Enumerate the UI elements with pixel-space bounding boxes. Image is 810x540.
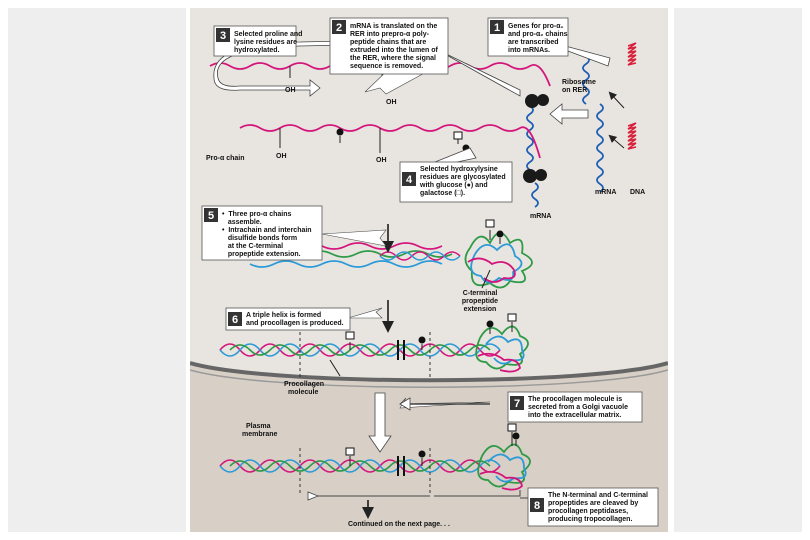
- step-3-line-2: lysine residues are: [234, 39, 297, 46]
- step-box-6: 6 A triple helix is formed and procollag…: [225, 307, 351, 331]
- plasma-membrane-label-line-1: Plasma: [246, 423, 271, 430]
- plasma-membrane-label-line-2: membrane: [242, 431, 278, 438]
- step-box-1: 1 Genes for pro-α₁ and pro-α₂ chains are…: [487, 17, 569, 57]
- step-2-line-3: peptide chains that are: [350, 39, 426, 46]
- step-4-line-2: residues are glycosylated: [420, 174, 506, 181]
- oh-label-2: OH: [386, 99, 397, 106]
- step-number-7: 7: [514, 398, 520, 410]
- ribosome-label-line-2: on RER: [562, 87, 587, 94]
- step-box-5: 5 • Three pro-α chains assemble. • Intra…: [201, 205, 323, 261]
- dna-helix: [627, 42, 637, 150]
- step-number-3: 3: [220, 30, 226, 42]
- step-number-2: 2: [336, 22, 342, 34]
- step-7-line-1: The procollagen molecule is: [528, 396, 622, 403]
- step-6-line-2: and procollagen is produced.: [246, 320, 344, 327]
- step-5-line-4: disulfide bonds form: [222, 235, 297, 242]
- step-1-line-2: and pro-α₂ chains: [508, 31, 568, 38]
- left-margin: [8, 8, 186, 532]
- mrna-label-top: mRNA: [595, 189, 616, 196]
- mrna-label-bottom: mRNA: [530, 213, 551, 220]
- step-box-2: 2 mRNA is translated on the RER into pre…: [329, 17, 449, 75]
- step-number-4: 4: [406, 174, 413, 186]
- oh-label-3: OH: [276, 153, 287, 160]
- step-5-line-6: propeptide extension.: [222, 251, 301, 258]
- step-number-5: 5: [208, 210, 214, 222]
- dna-label: DNA: [630, 189, 645, 196]
- step-number-1: 1: [494, 22, 500, 34]
- step-1-line-4: into mRNAs.: [508, 47, 550, 54]
- step-2-line-2: RER into prepro-α poly-: [350, 31, 430, 38]
- ribosome-label-line-1: Ribosome: [562, 79, 596, 86]
- ribosome-bottom: [523, 169, 547, 183]
- step-5-line-2: assemble.: [222, 219, 262, 226]
- step-box-4: 4 Selected hydroxylysine residues are gl…: [399, 161, 513, 203]
- collagen-synthesis-diagram: 1 Genes for pro-α₁ and pro-α₂ chains are…: [190, 17, 668, 532]
- step-8-line-4: producing tropocollagen.: [548, 516, 632, 523]
- secretion-arrow: [368, 392, 392, 453]
- plasma-membrane: [190, 361, 668, 383]
- step-2-line-1: mRNA is translated on the: [350, 23, 437, 30]
- step-1-line-3: are transcribed: [508, 39, 559, 46]
- step-2-line-5: the RER, where the signal: [350, 55, 436, 62]
- step-5-line-1: • Three pro-α chains: [222, 211, 291, 218]
- continued-label: Continued on the next page. . .: [348, 521, 450, 528]
- white-arrow: [549, 103, 589, 125]
- step-5-line-5: at the C-terminal: [222, 243, 283, 250]
- step-number-6: 6: [232, 314, 238, 326]
- step-box-8: 8 The N-terminal and C-terminal propepti…: [527, 487, 659, 527]
- step-7-line-3: into the extracellular matrix.: [528, 412, 621, 419]
- oh-label-4: OH: [376, 157, 387, 164]
- step-8-line-2: propeptides are cleaved by: [548, 500, 638, 507]
- procollagen-label-line-1: Procollagen: [284, 381, 324, 388]
- diagram-panel: 1 Genes for pro-α₁ and pro-α₂ chains are…: [190, 8, 668, 532]
- step-8-line-3: procollagen peptidases,: [548, 508, 628, 515]
- step-1-line-1: Genes for pro-α₁: [508, 23, 564, 30]
- step-2-line-6: sequence is removed.: [350, 63, 423, 70]
- step-5-line-3: • Intrachain and interchain: [222, 227, 312, 234]
- step-4-line-3: with glucose (●) and: [419, 182, 488, 189]
- c-terminal-label-line-1: C-terminal: [463, 290, 498, 297]
- tropocollagen-helix: [219, 443, 531, 491]
- step-3-line-3: hydroxylated.: [234, 47, 280, 54]
- ribosome-top: [525, 94, 549, 108]
- step-8-line-1: The N-terminal and C-terminal: [548, 492, 648, 499]
- c-terminal-label-line-2: propeptide: [462, 298, 498, 305]
- step-number-8: 8: [534, 500, 540, 512]
- c-terminal-label-line-3: extension: [464, 306, 497, 313]
- mrna-strands: [526, 55, 604, 208]
- right-margin: [674, 8, 802, 532]
- step-3-line-1: Selected proline and: [234, 31, 302, 38]
- step-7-line-2: secreted from a Golgi vacuole: [528, 404, 628, 411]
- step-box-3: 3 Selected proline and lysine residues a…: [213, 25, 302, 57]
- pro-alpha-chain-label: Pro-α chain: [206, 155, 245, 162]
- pro-alpha-chain-middle: [239, 124, 541, 159]
- step-2-line-4: extruded into the lumen of: [350, 47, 439, 54]
- step-box-7: 7 The procollagen molecule is secreted f…: [507, 391, 643, 423]
- oh-label-1: OH: [285, 87, 296, 94]
- step-4-line-4: galactose (□).: [420, 190, 465, 197]
- procollagen-label-line-2: molecule: [288, 389, 318, 396]
- procollagen-helix: [219, 325, 529, 373]
- step-6-line-1: A triple helix is formed: [246, 312, 321, 319]
- step-4-line-1: Selected hydroxylysine: [420, 166, 498, 173]
